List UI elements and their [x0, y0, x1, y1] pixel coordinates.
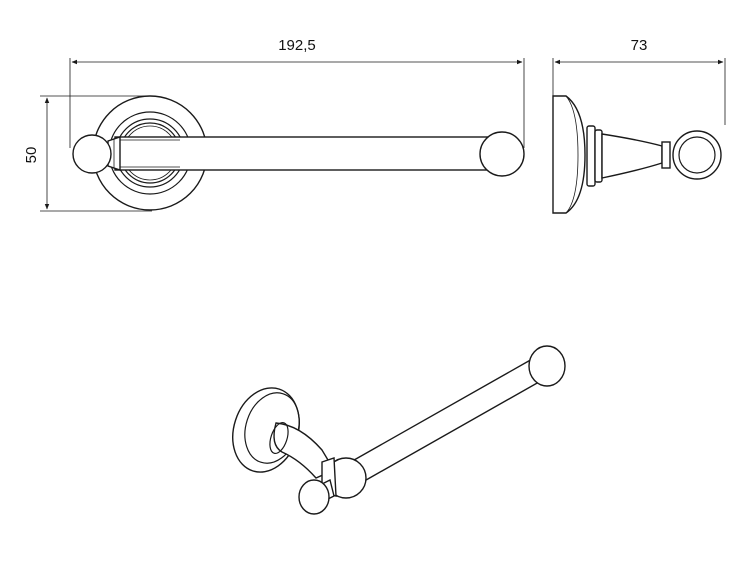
height-dimension-label: 50 [23, 147, 40, 164]
iso-near-knob [298, 479, 330, 515]
side-wall-plate [552, 95, 586, 214]
perspective-view [232, 345, 566, 515]
holder-bar [114, 136, 504, 171]
front-view: 192,5 50 [23, 37, 525, 212]
side-end-ring [672, 130, 722, 180]
side-view: 73 [552, 37, 726, 214]
iso-bar [339, 357, 547, 489]
width-dimension: 192,5 [69, 37, 525, 148]
side-arm [601, 133, 663, 179]
height-dimension: 50 [23, 95, 152, 212]
side-flange [586, 125, 596, 187]
depth-dimension: 73 [552, 37, 726, 125]
depth-dimension-label: 73 [631, 37, 648, 54]
left-end-knob [72, 134, 112, 174]
iso-far-knob [528, 345, 566, 387]
right-end-knob [479, 131, 525, 177]
iso-arm [273, 422, 336, 479]
width-dimension-label: 192,5 [278, 37, 316, 54]
